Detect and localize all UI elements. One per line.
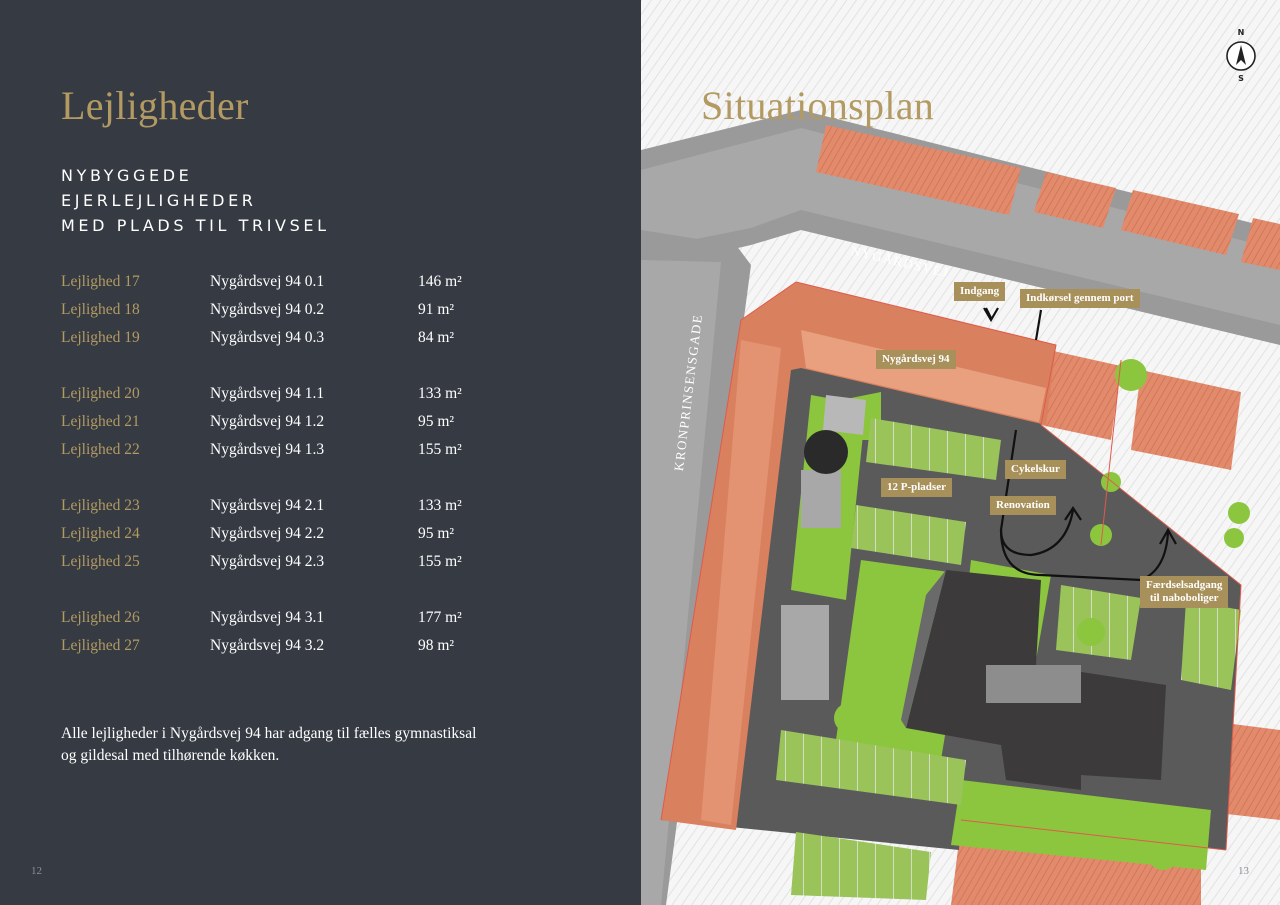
outbuildings — [781, 395, 1081, 703]
page-number: 13 — [1238, 865, 1249, 877]
apartment-row: Lejlighed 24 Nygårdsvej 94 2.2 95 m² — [61, 520, 521, 548]
compass-icon — [1226, 41, 1256, 71]
dark-building-edge — [901, 570, 946, 728]
apartment-area: 95 m² — [418, 413, 455, 430]
apartment-address: Nygårdsvej 94 0.3 — [210, 329, 325, 346]
apartment-name: Lejlighed 23 — [61, 497, 140, 514]
apartment-name: Lejlighed 22 — [61, 441, 140, 458]
apartment-address: Nygårdsvej 94 1.2 — [210, 413, 325, 430]
apartment-name: Lejlighed 18 — [61, 301, 140, 318]
apartment-name: Lejlighed 24 — [61, 525, 140, 542]
label-line: til naboboliger — [1149, 592, 1219, 604]
page-title: Lejligheder — [61, 83, 249, 128]
apartment-area: 95 m² — [418, 525, 455, 542]
plot-boundaries — [660, 281, 1242, 851]
street-kronprinsensgade-inner — [641, 260, 721, 905]
apartment-row: Lejlighed 23 Nygårdsvej 94 2.1 133 m² — [61, 492, 521, 520]
page-number: 12 — [31, 865, 42, 877]
apartment-row: Lejlighed 25 Nygårdsvej 94 2.3 155 m² — [61, 548, 521, 576]
footnote: Alle lejligheder i Nygårdsvej 94 har adg… — [61, 724, 477, 764]
apartment-area: 91 m² — [418, 301, 455, 318]
street-nygaardsvej-inner — [641, 128, 1280, 325]
apartment-row: Lejlighed 21 Nygårdsvej 94 1.2 95 m² — [61, 408, 521, 436]
apartment-row: Lejlighed 19 Nygårdsvej 94 0.3 84 m² — [61, 324, 521, 352]
apartment-row: Lejlighed 20 Nygårdsvej 94 1.1 133 m² — [61, 380, 521, 408]
apartment-address: Nygårdsvej 94 1.1 — [210, 385, 325, 402]
apartment-name: Lejlighed 20 — [61, 385, 140, 402]
apartment-area: 98 m² — [418, 637, 455, 654]
apartment-row: Lejlighed 26 Nygårdsvej 94 3.1 177 m² — [61, 604, 521, 632]
site-plan-map — [641, 0, 1280, 905]
apartment-address: Nygårdsvej 94 1.3 — [210, 441, 325, 458]
apartment-name: Lejlighed 25 — [61, 553, 140, 570]
apartment-group: Lejlighed 20 Nygårdsvej 94 1.1 133 m² Le… — [61, 380, 521, 464]
apartment-address: Nygårdsvej 94 3.2 — [210, 637, 325, 654]
apartment-area: 155 m² — [418, 441, 462, 458]
apartment-name: Lejlighed 26 — [61, 609, 140, 626]
apartment-name: Lejlighed 19 — [61, 329, 140, 346]
building-roof-west — [701, 340, 781, 825]
apartment-address: Nygårdsvej 94 2.1 — [210, 497, 325, 514]
apartment-area: 133 m² — [418, 497, 462, 514]
label-indgang: Indgang — [954, 282, 1006, 301]
apartment-group: Lejlighed 23 Nygårdsvej 94 2.1 133 m² Le… — [61, 492, 521, 576]
apartment-row: Lejlighed 22 Nygårdsvej 94 1.3 155 m² — [61, 436, 521, 464]
label-line: Færdselsadgang — [1146, 579, 1223, 591]
subtitle-line: NYBYGGEDE — [61, 166, 193, 185]
access-arrows — [983, 307, 1177, 582]
apartment-area: 133 m² — [418, 385, 462, 402]
label-indkoersel-gennem-port: Indkørsel gennem port — [1020, 289, 1140, 308]
map-title: Situationsplan — [701, 83, 935, 128]
apartment-name: Lejlighed 17 — [61, 273, 140, 290]
subtitle-line: EJERLEJLIGHEDER — [61, 191, 257, 210]
apartment-address: Nygårdsvej 94 2.3 — [210, 553, 325, 570]
compass-south: S — [1238, 74, 1244, 83]
apartment-group: Lejlighed 17 Nygårdsvej 94 0.1 146 m² Le… — [61, 268, 521, 352]
compass: N S — [1225, 28, 1257, 84]
left-page: Lejligheder NYBYGGEDE EJERLEJLIGHEDER ME… — [0, 0, 641, 905]
apartment-area: 146 m² — [418, 273, 462, 290]
subtitle-line: MED PLADS TIL TRIVSEL — [61, 216, 330, 235]
label-parking: 12 P-pladser — [881, 478, 952, 497]
apartment-name: Lejlighed 21 — [61, 413, 140, 430]
label-faerdselsadgang: Færdselsadgang til naboboliger — [1140, 576, 1229, 608]
parking-stripes — [776, 418, 1241, 900]
apartment-area: 84 m² — [418, 329, 455, 346]
apartment-list: Lejlighed 17 Nygårdsvej 94 0.1 146 m² Le… — [61, 268, 521, 688]
apartment-address: Nygårdsvej 94 0.1 — [210, 273, 325, 290]
trees — [804, 359, 1250, 870]
apartment-area: 177 m² — [418, 609, 462, 626]
apartment-group: Lejlighed 26 Nygårdsvej 94 3.1 177 m² Le… — [61, 604, 521, 660]
apartment-row: Lejlighed 17 Nygårdsvej 94 0.1 146 m² — [61, 268, 521, 296]
compass-north: N — [1237, 28, 1245, 37]
subtitle: NYBYGGEDE EJERLEJLIGHEDER MED PLADS TIL … — [61, 163, 330, 238]
apartment-address: Nygårdsvej 94 0.2 — [210, 301, 325, 318]
apartment-address: Nygårdsvej 94 3.1 — [210, 609, 325, 626]
building-roof-highlight — [801, 330, 1046, 422]
apartment-row: Lejlighed 18 Nygårdsvej 94 0.2 91 m² — [61, 296, 521, 324]
right-page: Situationsplan N S NYGÅRDSVEJ KRONPRINSE… — [641, 0, 1280, 905]
apartment-name: Lejlighed 27 — [61, 637, 140, 654]
label-renovation: Renovation — [990, 496, 1056, 515]
neighbour-roofs-top — [816, 125, 1280, 270]
apartment-area: 155 m² — [418, 553, 462, 570]
label-cykelskur: Cykelskur — [1005, 460, 1066, 479]
apartment-row: Lejlighed 27 Nygårdsvej 94 3.2 98 m² — [61, 632, 521, 660]
label-building: Nygårdsvej 94 — [876, 350, 956, 369]
apartment-address: Nygårdsvej 94 2.2 — [210, 525, 325, 542]
